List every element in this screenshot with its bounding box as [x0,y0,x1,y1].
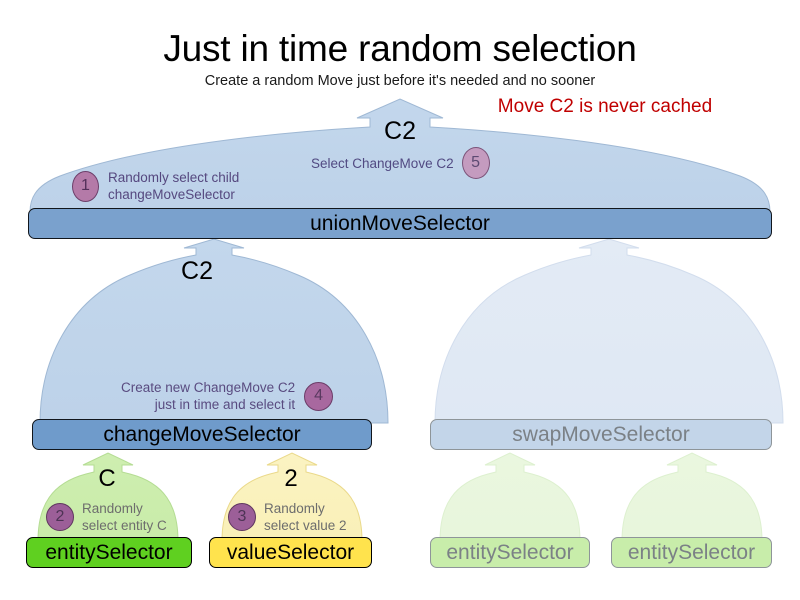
step-badge-1: 1 [72,170,99,202]
step-annotation-5: Select ChangeMove C2 5 [311,147,490,179]
step-text-5: Select ChangeMove C2 [311,155,454,171]
step-text-4: Create new ChangeMove C2 just in time an… [121,380,296,412]
arrow-union-to-top [29,98,771,213]
step-annotation-1: 1 Randomly select child changeMoveSelect… [72,169,239,203]
arrow-entity-faded-2-to-swap [621,452,763,542]
node-entity-selector-faded-1-label: entitySelector [446,540,574,564]
node-entity-selector-faded-2-label: entitySelector [627,540,756,564]
step-annotation-2: 2 Randomly select entity C [46,500,167,534]
step-badge-4: 4 [304,381,334,411]
step-text-3: Randomly select value 2 [264,501,347,533]
node-union-move-selector-label: unionMoveSelector [310,211,490,235]
node-entity-selector-c[interactable]: entitySelector [26,537,192,568]
node-union-move-selector[interactable]: unionMoveSelector [28,208,772,239]
node-value-selector-2-label: valueSelector [226,540,355,564]
node-change-move-selector-label: changeMoveSelector [103,422,301,446]
node-swap-move-selector-label: swapMoveSelector [512,422,690,446]
payload-label-change: C2 [181,257,213,285]
arrow-entity-faded-1-to-swap [439,452,581,542]
step-annotation-3: 3 Randomly select value 2 [228,500,347,534]
node-entity-selector-faded-2[interactable]: entitySelector [611,537,772,568]
node-swap-move-selector[interactable]: swapMoveSelector [430,419,772,450]
step-badge-5: 5 [461,147,490,179]
step-text-1: Randomly select child changeMoveSelector [108,170,240,202]
payload-label-entity: C [98,465,116,492]
node-entity-selector-c-label: entitySelector [45,540,173,564]
node-change-move-selector[interactable]: changeMoveSelector [32,419,372,450]
cache-note: Move C2 is never cached [497,96,713,117]
arrow-change-to-union [39,238,389,424]
node-entity-selector-faded-1[interactable]: entitySelector [430,537,590,568]
payload-label-union: C2 [384,117,416,145]
page-subtitle: Create a random Move just before it's ne… [204,73,596,89]
node-value-selector-2[interactable]: valueSelector [209,537,372,568]
step-badge-2: 2 [46,503,74,531]
arrow-swap-to-union [434,238,784,424]
step-badge-3: 3 [228,503,256,531]
step-text-2: Randomly select entity C [82,501,167,533]
payload-label-value: 2 [284,465,298,492]
step-annotation-4: Create new ChangeMove C2 just in time an… [121,379,334,413]
page-title: Just in time random selection [163,28,637,69]
arrow-value-to-change [221,452,363,542]
